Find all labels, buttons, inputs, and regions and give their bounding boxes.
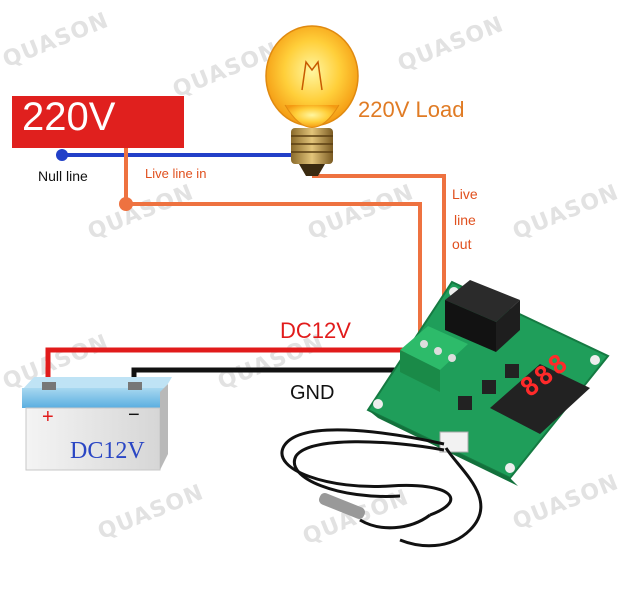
battery-plus-label: + bbox=[42, 406, 54, 428]
live-in-wire bbox=[124, 148, 422, 340]
null-line-label: Null line bbox=[38, 168, 88, 184]
source-box bbox=[12, 96, 184, 148]
live-out-wire bbox=[312, 174, 446, 330]
source-label: 220V bbox=[22, 95, 116, 139]
led-display bbox=[490, 364, 590, 434]
battery-minus-label: − bbox=[128, 404, 140, 426]
live-in-node bbox=[119, 197, 133, 211]
terminal-block bbox=[400, 326, 468, 392]
dc12v-wire-label: DC12V bbox=[280, 318, 351, 343]
null-line-node bbox=[56, 149, 68, 161]
live-line-in-label: Live line in bbox=[145, 166, 207, 181]
live-line-out-label-2: line bbox=[454, 212, 476, 228]
live-line-out-label-3: out bbox=[452, 236, 472, 252]
board-button bbox=[482, 380, 496, 394]
gnd-wire bbox=[131, 367, 400, 390]
board-button bbox=[505, 364, 519, 378]
relay-icon bbox=[445, 280, 520, 352]
probe-tip bbox=[319, 492, 365, 520]
dc12v-wire bbox=[45, 347, 415, 385]
board-button bbox=[458, 396, 472, 410]
live-line-out-label-1: Live bbox=[452, 186, 478, 202]
temperature-probe-icon bbox=[280, 428, 483, 548]
gnd-wire-label: GND bbox=[290, 382, 335, 404]
battery-icon bbox=[22, 377, 172, 471]
thermostat-board bbox=[366, 280, 610, 486]
load-label: 220V Load bbox=[358, 97, 465, 122]
battery-label: DC12V bbox=[70, 438, 145, 464]
sensor-connector bbox=[439, 431, 469, 453]
light-bulb-icon bbox=[265, 25, 359, 176]
